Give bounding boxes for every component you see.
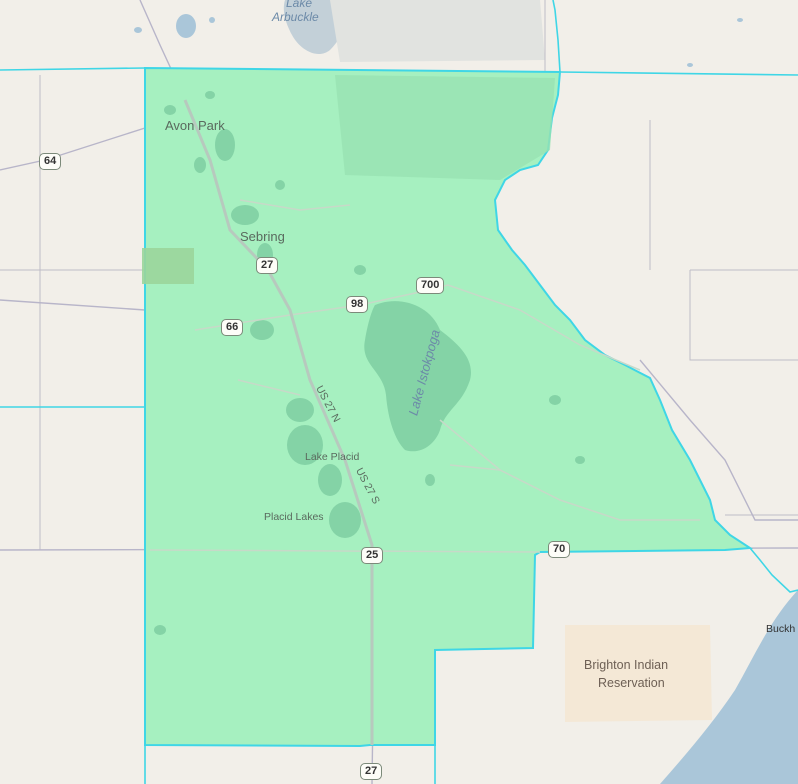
route-25-shield: 25: [361, 547, 384, 564]
brighton-reservation: [565, 625, 712, 722]
route-700-shield: 700: [416, 277, 445, 294]
route-27-shield-north: 27: [256, 257, 279, 274]
sebring-label: Sebring: [240, 229, 285, 244]
lake-arbuckle-label-2: Arbuckle: [272, 10, 319, 24]
lake-placid-label: Lake Placid: [305, 451, 360, 463]
placid-lakes-label: Placid Lakes: [264, 511, 324, 523]
route-27-shield-south: 27: [360, 763, 383, 780]
route-66-shield: 66: [221, 319, 244, 336]
brighton-reservation-label-2: Reservation: [598, 676, 665, 690]
buckhead-label: Buckh: [766, 623, 796, 635]
lake-arbuckle: [283, 0, 347, 55]
route-98-shield: 98: [346, 296, 369, 313]
brighton-reservation-label-1: Brighton Indian: [584, 658, 669, 672]
lake-okeechobee: [660, 590, 798, 784]
route-64-shield: 64: [39, 153, 62, 170]
avon-park-label: Avon Park: [165, 118, 225, 133]
lake-istokpoga: [364, 301, 471, 452]
route-70-shield: 70: [548, 541, 571, 558]
lake-arbuckle-label-1: Lake: [286, 0, 313, 10]
